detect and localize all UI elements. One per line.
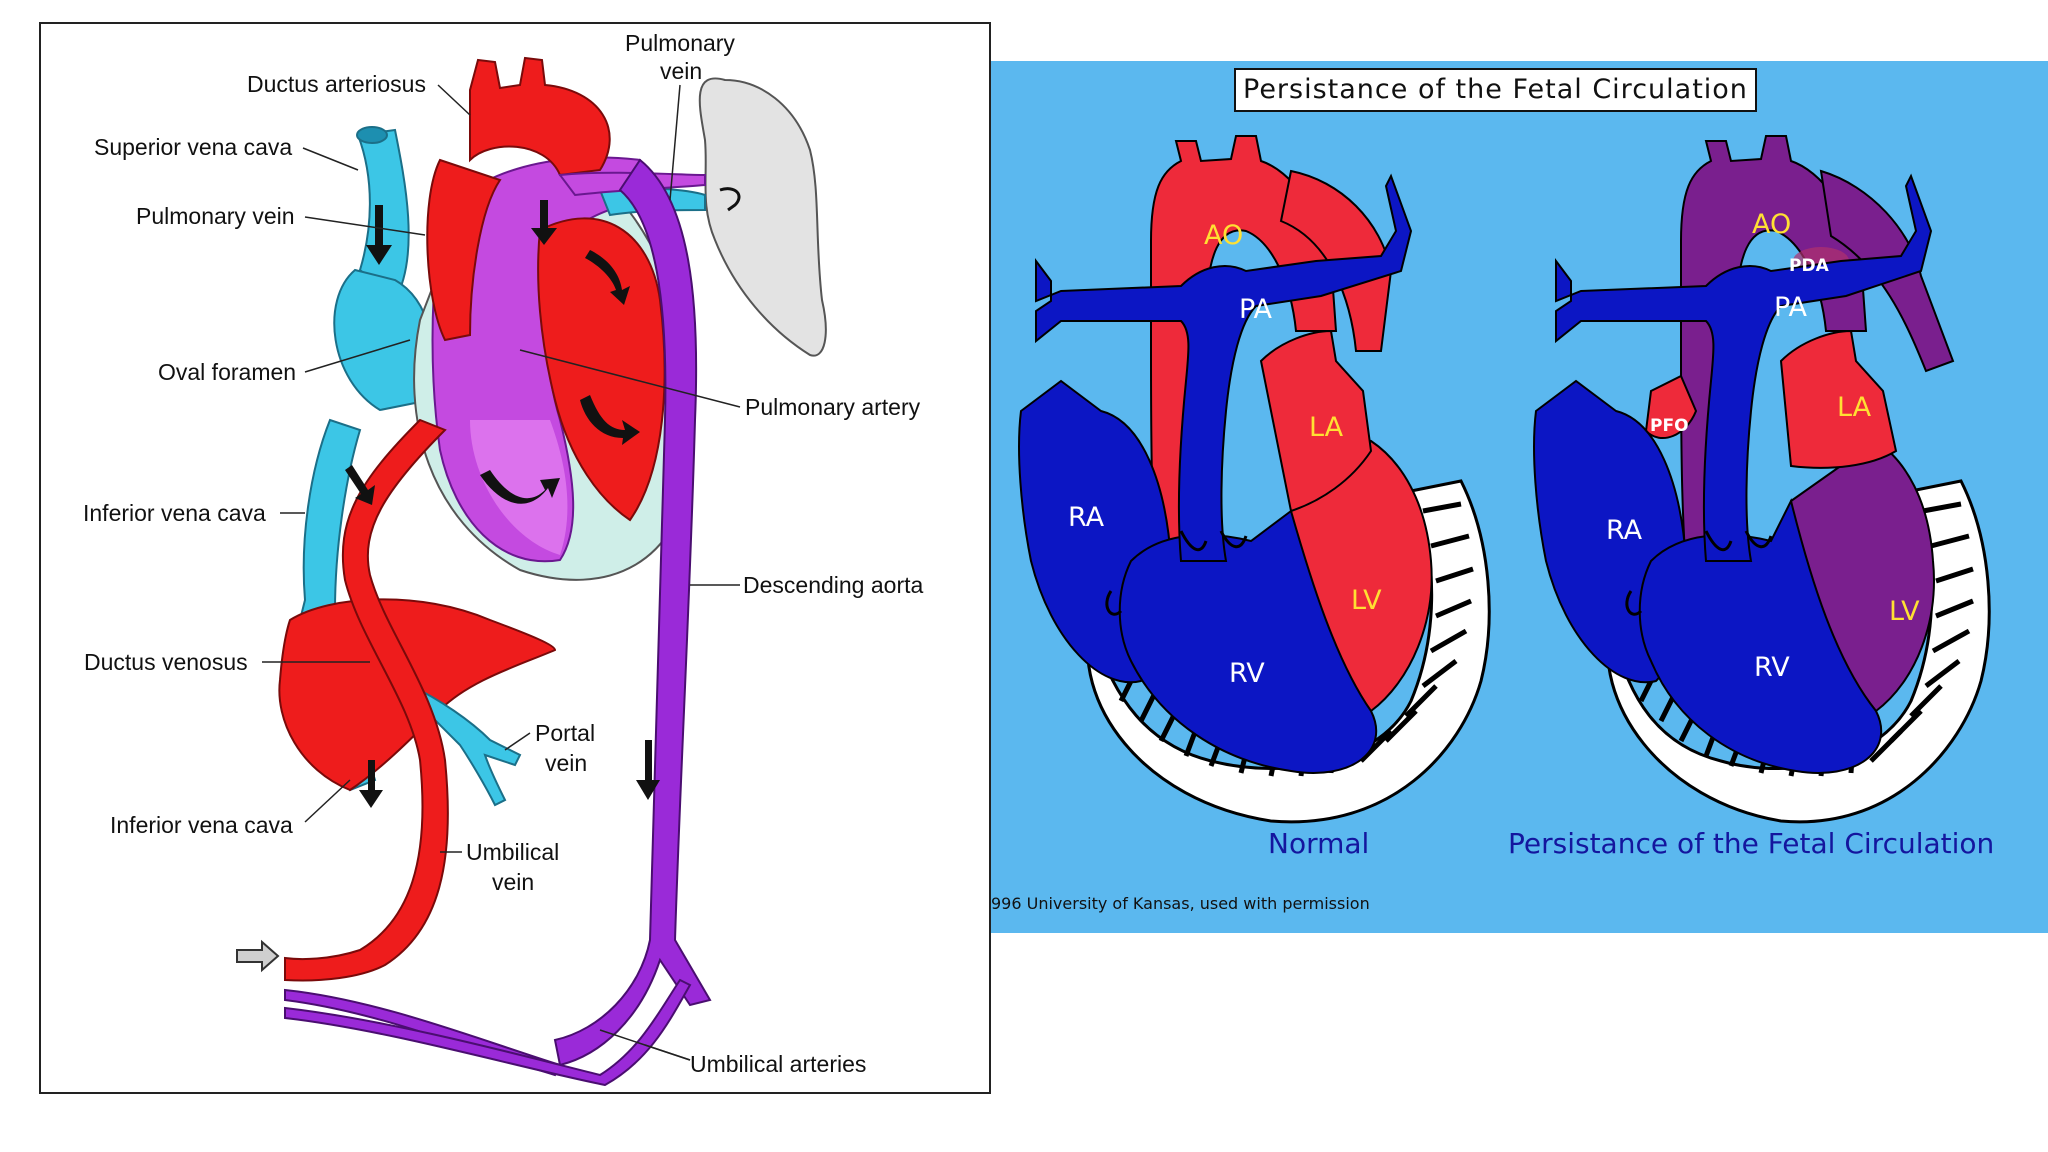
label-umbilical-vein-2: vein <box>492 869 534 895</box>
normal-rv <box>1118 509 1378 774</box>
pfc-pa <box>1555 173 1933 562</box>
aortic-arch <box>469 56 611 177</box>
label-pulmonary-vein: Pulmonary vein <box>136 203 295 229</box>
label-pulmonary-artery: Pulmonary artery <box>745 394 921 420</box>
label-superior-vena-cava: Superior vena cava <box>94 134 292 160</box>
label-pulmonary-vein-top-2: vein <box>660 58 702 84</box>
umbilical-artery-2 <box>284 978 692 1087</box>
normal-la <box>1259 329 1373 513</box>
normal-label-rv: RV <box>1229 658 1265 689</box>
normal-label-ra: RA <box>1068 502 1105 533</box>
portal-vein-vessel <box>408 683 522 807</box>
copyright-note: 996 University of Kansas, used with perm… <box>991 894 1370 913</box>
normal-label-la: LA <box>1309 412 1344 443</box>
normal-label-ao: AO <box>1204 220 1243 251</box>
label-portal-vein-2: vein <box>545 750 587 776</box>
pfc-label-ra: RA <box>1606 515 1643 546</box>
normal-caption: Normal <box>1268 827 1369 860</box>
pfc-label-ao: AO <box>1752 209 1791 240</box>
umbilical-entry-arrow <box>236 939 280 973</box>
pfc-panel: Persistance of the Fetal Circulation <box>991 61 2048 933</box>
normal-heart: AO PA LA RA LV RV Normal <box>1018 135 1491 860</box>
fetal-circulation-diagram: Ductus arteriosus Pulmonary vein Superio… <box>39 22 991 1094</box>
normal-pa <box>1035 173 1413 562</box>
umbilical-vein-vessel <box>284 418 449 982</box>
pfc-heart: AO PDA PA PFO LA RA LV RV Persistance of… <box>1508 135 1994 860</box>
normal-valves <box>1105 530 1248 616</box>
label-pulmonary-vein-top-1: Pulmonary <box>625 30 735 56</box>
inferior-vena-cava-vessel <box>298 418 377 792</box>
left-atrium-red <box>426 158 502 342</box>
pfc-label-rv: RV <box>1754 652 1790 683</box>
label-descending-aorta: Descending aorta <box>743 572 923 598</box>
label-ductus-venosus: Ductus venosus <box>84 649 248 675</box>
pfc-diagrams: AO PA LA RA LV RV Normal <box>991 135 1994 913</box>
lung-shape <box>698 77 827 357</box>
label-portal-vein-1: Portal <box>535 720 595 746</box>
svc-opening <box>356 126 388 144</box>
pfc-label-pda: PDA <box>1789 256 1830 276</box>
label-inferior-vena-cava-lower: Inferior vena cava <box>110 812 293 838</box>
flow-arrows <box>345 200 660 808</box>
pfc-caption: Persistance of the Fetal Circulation <box>1508 827 1994 860</box>
lung-curl-arrow <box>719 187 741 212</box>
label-inferior-vena-cava-upper: Inferior vena cava <box>83 500 266 526</box>
pfc-label-la: LA <box>1837 392 1872 423</box>
left-heart-red <box>537 217 666 522</box>
pfc-title: Persistance of the Fetal Circulation <box>1234 68 1757 112</box>
pfc-label-lv: LV <box>1889 596 1920 627</box>
label-umbilical-vein-1: Umbilical <box>466 839 559 865</box>
pfc-la <box>1779 329 1898 469</box>
leader-lines <box>262 84 741 1061</box>
pfc-valves <box>1625 530 1773 616</box>
label-ductus-arteriosus: Ductus arteriosus <box>247 71 426 97</box>
label-umbilical-arteries: Umbilical arteries <box>690 1051 866 1077</box>
right-ventricle-inner <box>470 420 568 555</box>
pfc-rv <box>1638 498 1883 774</box>
normal-label-pa: PA <box>1239 294 1273 325</box>
label-oval-foramen: Oval foramen <box>158 359 296 385</box>
pfc-label-pfo: PFO <box>1650 416 1689 436</box>
right-atrium-blue <box>333 268 435 412</box>
pfc-label-pa: PA <box>1774 292 1808 323</box>
normal-label-lv: LV <box>1351 585 1382 616</box>
